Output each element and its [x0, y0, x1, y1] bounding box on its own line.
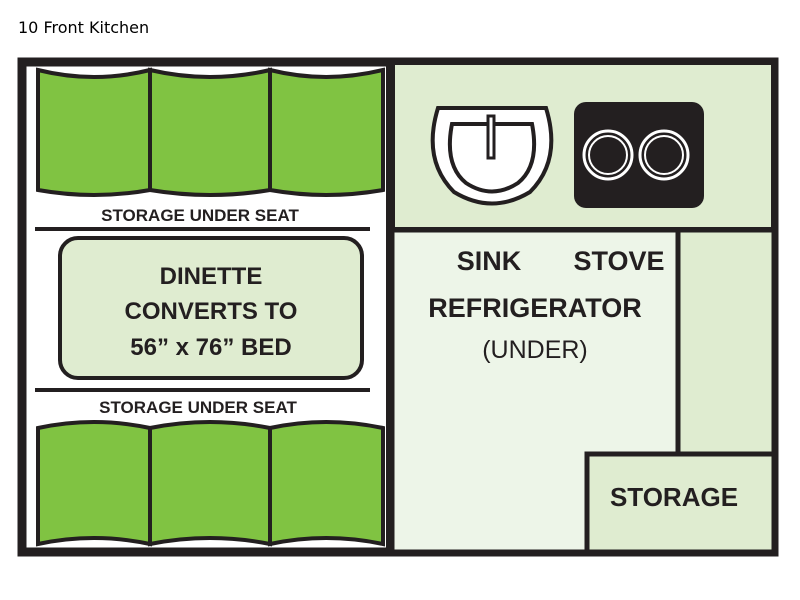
sink-icon	[430, 106, 554, 206]
floorplan-title: 10 Front Kitchen	[18, 18, 150, 37]
seat-cushion	[268, 420, 385, 547]
dinette-label: DINETTE	[160, 263, 263, 290]
bed-size-label: 56” x 76” BED	[130, 334, 291, 361]
seat-cushion	[148, 67, 272, 197]
refrigerator-label: REFRIGERATOR	[428, 293, 642, 323]
seat-cushion	[36, 420, 152, 547]
side-cabinet	[675, 227, 777, 457]
seat-cushion	[268, 67, 385, 197]
seat-cushions-bottom	[36, 420, 385, 547]
refrigerator-under-label: (UNDER)	[482, 336, 588, 364]
stove-label: STOVE	[573, 246, 664, 276]
dinette-converts-label: CONVERTS TO	[125, 298, 298, 325]
storage-under-seat-label: STORAGE UNDER SEAT	[101, 206, 299, 225]
dinette-table	[58, 236, 364, 380]
seat-cushion	[148, 420, 272, 547]
seat-cushion	[36, 67, 152, 197]
storage-under-seat-label: STORAGE UNDER SEAT	[99, 398, 297, 417]
stove-icon	[574, 102, 704, 208]
seat-cushions-top	[36, 67, 385, 197]
sink-label: SINK	[457, 246, 522, 276]
storage-cabinet	[584, 451, 777, 555]
storage-label: STORAGE	[610, 482, 738, 512]
